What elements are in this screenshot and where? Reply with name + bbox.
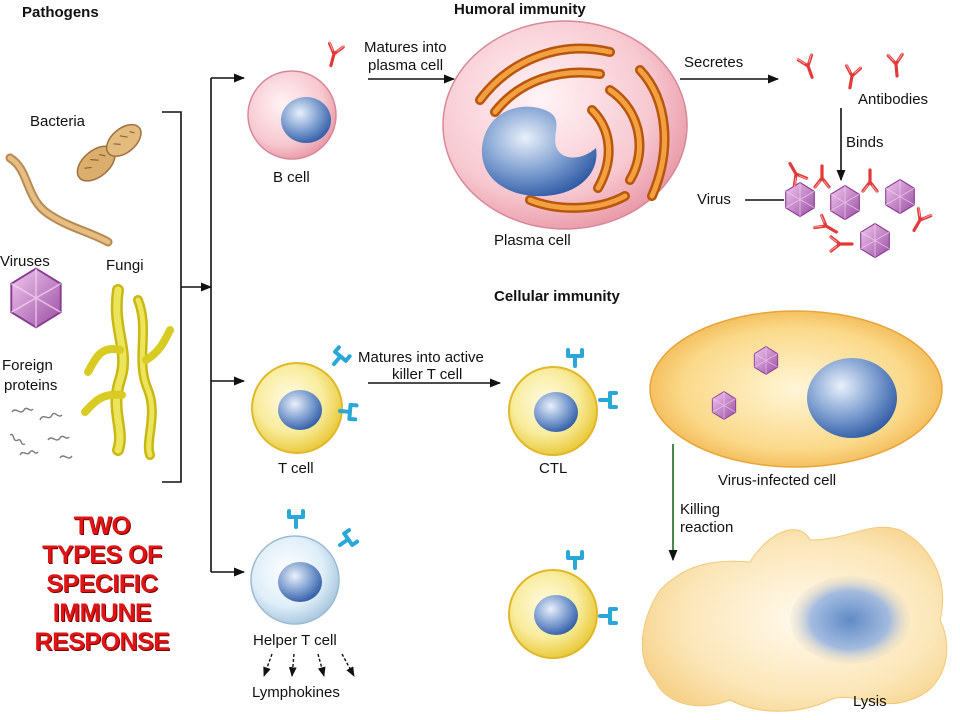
virus-antibody-complex: [781, 158, 935, 259]
diagram-title: TWO TYPES OF SPECIFIC IMMUNE RESPONSE: [4, 512, 200, 657]
viruses-label: Viruses: [0, 253, 50, 270]
fungi-label: Fungi: [106, 257, 144, 274]
virus-infected-cell-label: Virus-infected cell: [718, 472, 836, 489]
foreign-proteins-label-2: proteins: [4, 377, 57, 394]
matures-plasma-label-2: plasma cell: [368, 57, 443, 74]
killing-reaction-label-2: reaction: [680, 519, 733, 536]
virus-label: Virus: [697, 191, 731, 208]
title-line-5: RESPONSE: [34, 628, 170, 656]
title-line-1: TWO: [73, 512, 131, 540]
t-cell-label: T cell: [278, 460, 314, 477]
killing-reaction-label-1: Killing: [680, 501, 720, 518]
plasma-cell-label: Plasma cell: [494, 232, 571, 249]
ctl-attacking-cell: [508, 550, 618, 659]
cellular-immunity-heading: Cellular immunity: [494, 288, 621, 305]
ctl-label: CTL: [539, 460, 567, 477]
foreign-proteins-label-1: Foreign: [2, 357, 53, 374]
foreign-proteins-illustration: [9, 407, 73, 459]
t-cell: [251, 345, 359, 454]
title-line-2: TYPES OF: [42, 541, 162, 569]
secretes-label: Secretes: [684, 54, 743, 71]
virus-pathogen-illustration: [10, 267, 62, 329]
antibodies-label: Antibodies: [858, 91, 928, 108]
lysed-cell: [641, 526, 948, 712]
pathogen-bracket: [162, 111, 182, 483]
title-line-3: SPECIFIC: [46, 570, 158, 598]
title-line-4: IMMUNE: [52, 599, 152, 627]
matures-plasma-label-1: Matures into: [364, 39, 447, 56]
humoral-immunity-heading: Humoral immunity: [454, 1, 586, 18]
binds-label: Binds: [846, 134, 884, 151]
virus-infected-cell: [649, 310, 943, 468]
b-cell-label: B cell: [273, 169, 310, 186]
lysis-label: Lysis: [853, 693, 887, 710]
ctl-cell: [508, 348, 618, 456]
plasma-cell: [442, 20, 688, 230]
pathogens-heading: Pathogens: [22, 4, 99, 21]
lymphokines-label: Lymphokines: [252, 684, 340, 701]
bacteria-illustration: [5, 123, 142, 247]
antibodies-illustration: [795, 50, 907, 91]
b-cell: [247, 39, 347, 160]
matures-killer-label-2: killer T cell: [392, 366, 462, 383]
bacteria-label: Bacteria: [30, 113, 86, 130]
helper-t-cell-label: Helper T cell: [253, 632, 337, 649]
matures-killer-label-1: Matures into active: [358, 349, 484, 366]
helper-t-cell: [250, 509, 360, 625]
lymphokine-arrows: [263, 653, 355, 677]
fungi-illustration: [81, 284, 174, 460]
